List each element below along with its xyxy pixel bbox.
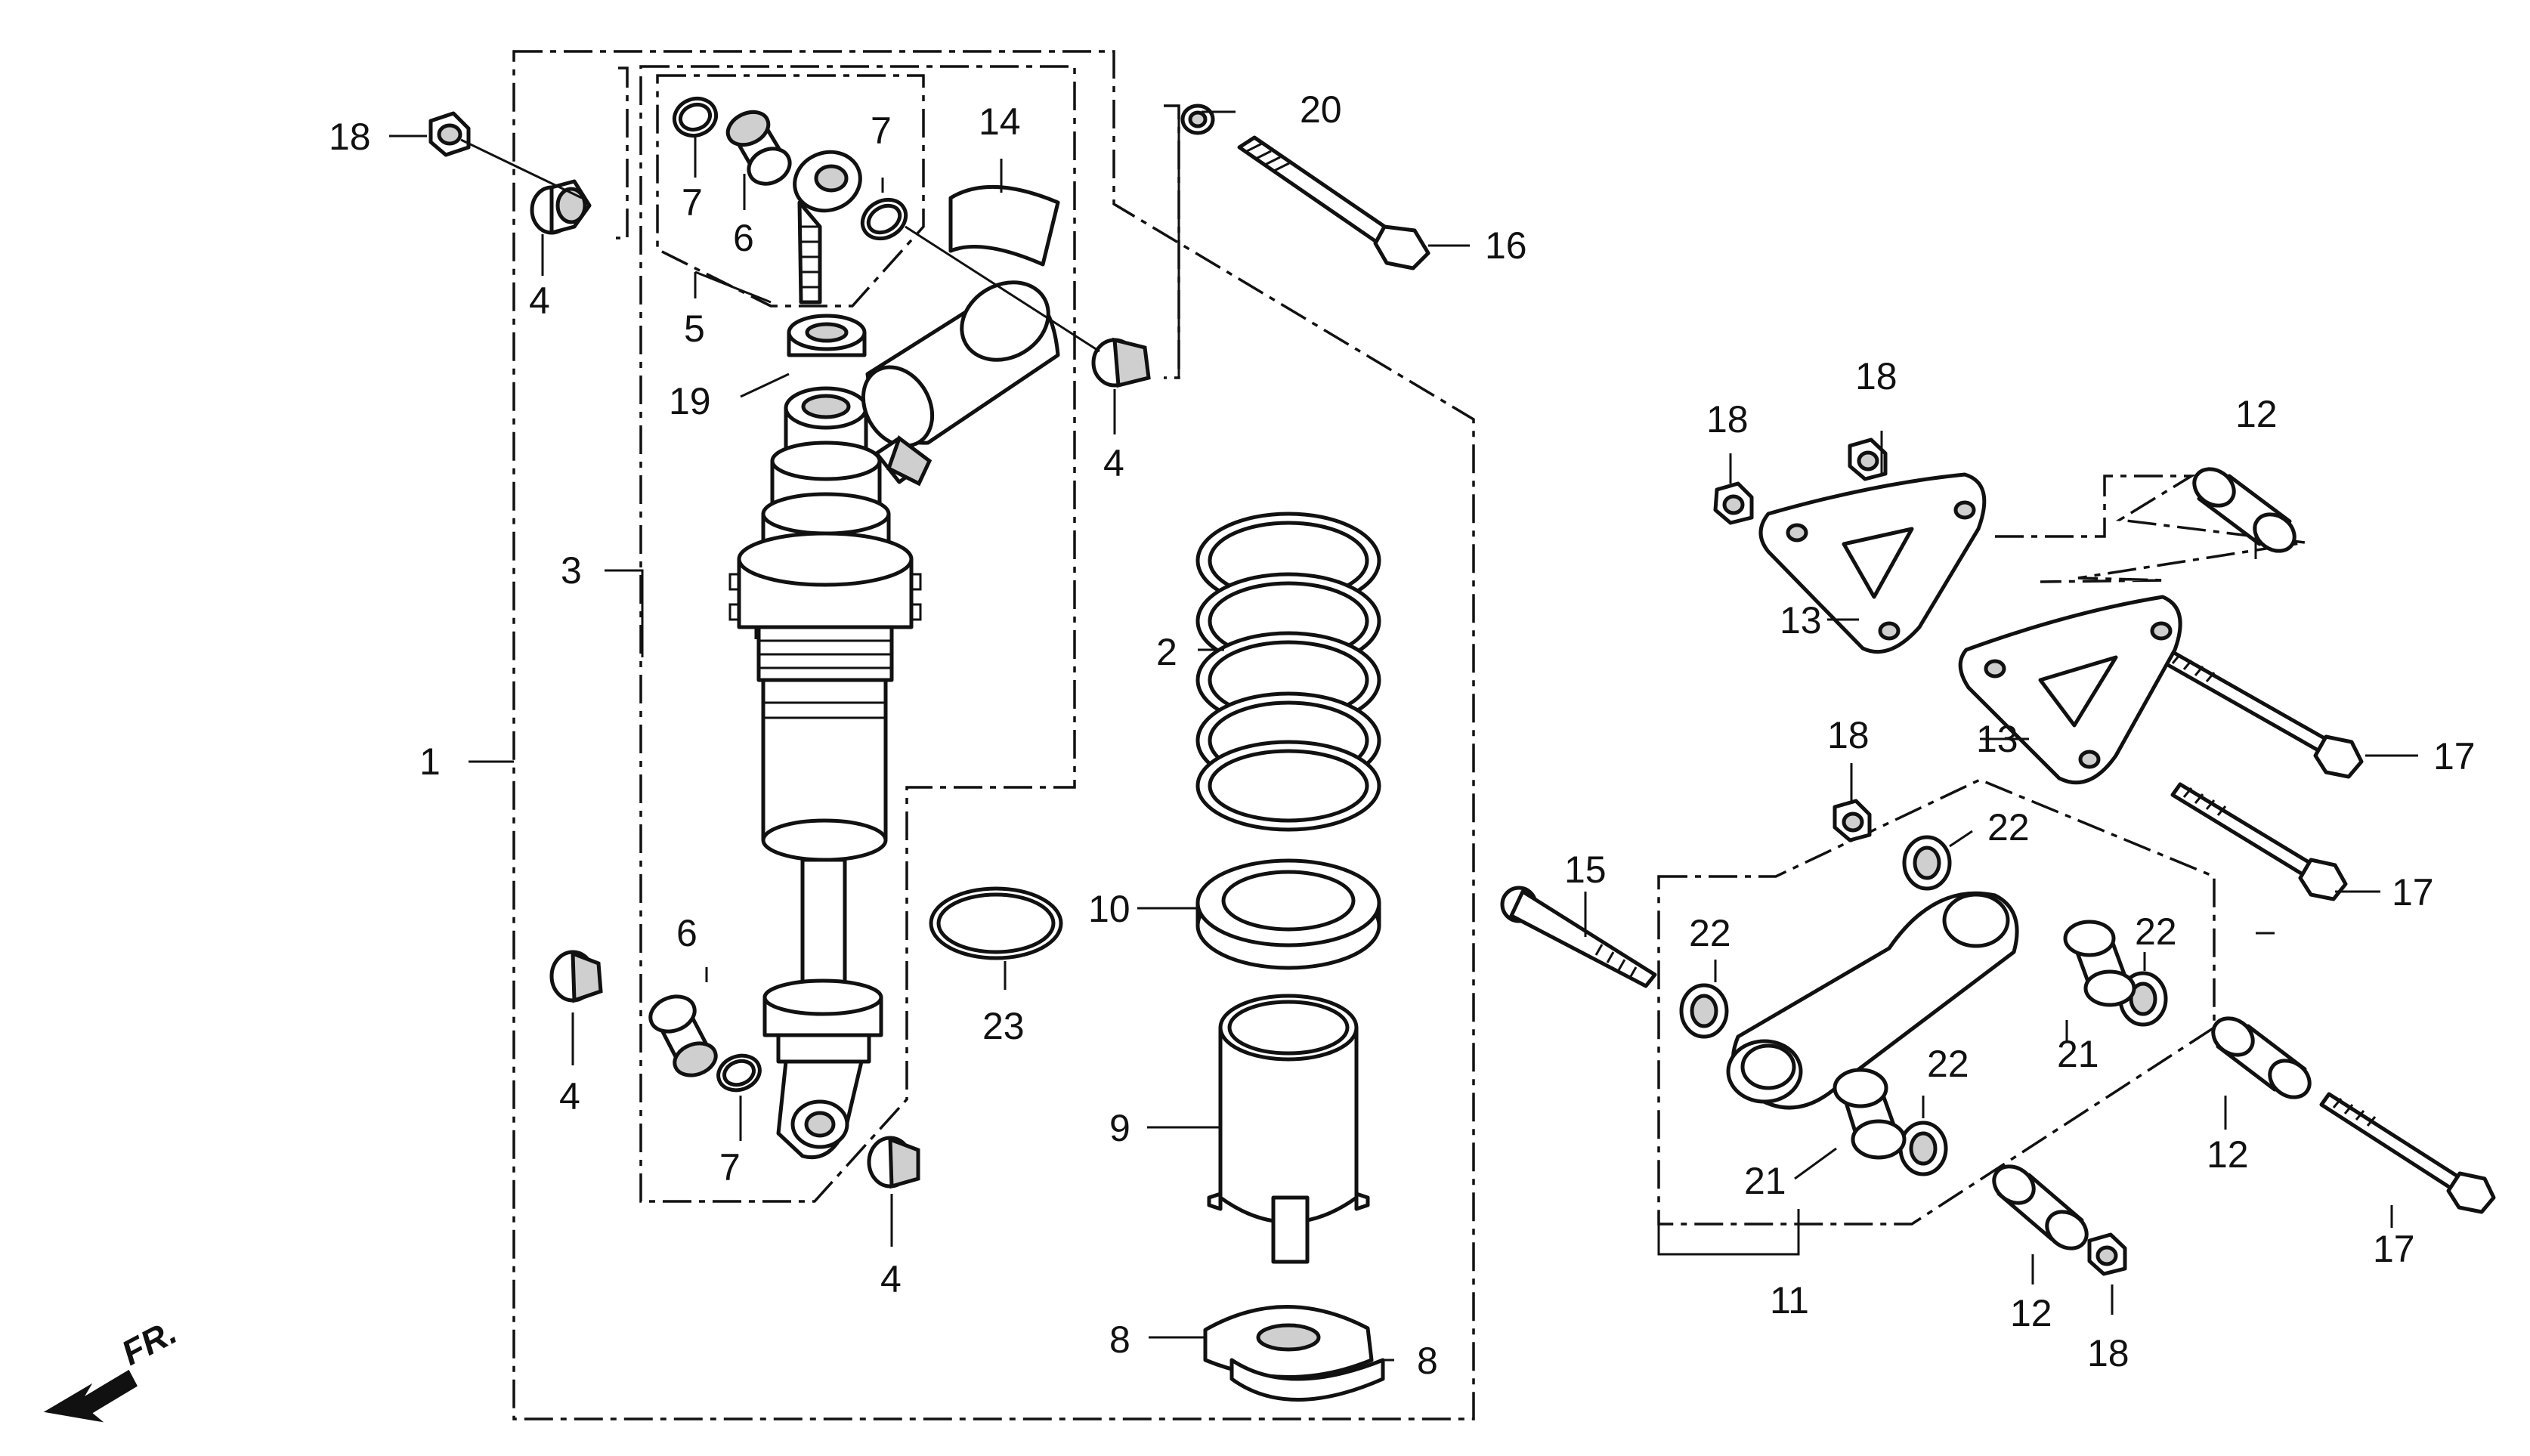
callout-18-link-top: 18 — [1827, 714, 1870, 756]
callout-22-right: 22 — [2135, 910, 2177, 953]
callout-18-plate-top: 18 — [1855, 355, 1898, 397]
o-ring-upper-left — [672, 96, 719, 138]
spring-seat-split-collar — [1203, 1305, 1385, 1402]
callout-22-left: 22 — [1689, 912, 1731, 954]
callout-7-upper-left: 7 — [682, 181, 703, 224]
collar-bushing-upper-right — [1091, 337, 1151, 388]
shock-reservoir — [861, 280, 1060, 487]
callout-19: 19 — [669, 380, 711, 422]
bolt-15 — [1500, 886, 1657, 988]
callout-4-lower-right: 4 — [880, 1258, 902, 1300]
flange-nut-top-left — [428, 111, 471, 157]
o-ring-upper-right — [860, 197, 908, 241]
callout-12-upper: 12 — [2235, 393, 2278, 435]
callout-2: 2 — [1156, 631, 1177, 673]
callout-18-top-left: 18 — [329, 116, 371, 158]
spring-adjuster-nut — [787, 314, 867, 357]
callout-6-lower: 6 — [676, 912, 697, 954]
callout-3: 3 — [561, 549, 582, 592]
callout-12-middle: 12 — [2207, 1133, 2249, 1176]
flange-nut-18-c — [1833, 799, 1872, 842]
callouts: 1 2 3 4 4 4 4 5 6 6 7 7 7 8 8 9 10 11 12… — [329, 88, 2476, 1382]
link-plate-lower — [1958, 595, 2182, 785]
flange-nut-18-d — [2087, 1232, 2127, 1276]
callout-1: 1 — [419, 740, 441, 783]
callout-7-lower: 7 — [719, 1146, 741, 1189]
callout-13-upper: 13 — [1780, 599, 1822, 641]
bolt-16 — [1237, 135, 1430, 270]
o-ring-large — [929, 886, 1063, 960]
front-direction-label: FR. — [115, 1312, 183, 1373]
callout-12-lower: 12 — [2010, 1292, 2052, 1334]
assembly-outline-link-plate-pair — [1995, 475, 2306, 583]
callout-21-lower: 21 — [1744, 1160, 1786, 1202]
shock-absorber-damper — [728, 386, 922, 1160]
callout-4-lower-left: 4 — [559, 1075, 580, 1118]
callout-4-upper-left: 4 — [529, 280, 550, 322]
needle-bearing-21-b — [1833, 1068, 1907, 1160]
callout-18-plate-left: 18 — [1706, 398, 1749, 441]
callout-14: 14 — [979, 100, 1021, 143]
callout-9: 9 — [1109, 1107, 1130, 1149]
flange-nut-18-a — [1713, 481, 1754, 525]
callout-10: 10 — [1088, 888, 1130, 930]
spring-seat-stopper — [1207, 994, 1370, 1264]
assembly-outline-rear-cushion — [512, 50, 1475, 1420]
assembly-outline-bushing-4 — [616, 66, 629, 240]
bolt-17-middle — [2170, 782, 2348, 901]
bolt-17-lower — [2319, 1092, 2496, 1214]
needle-bearing-21-a — [2063, 920, 2136, 1007]
oil-seal-22-b — [1679, 983, 1729, 1039]
callout-8-right: 8 — [1417, 1340, 1438, 1382]
link-plate-upper — [1758, 472, 1987, 654]
callout-18-bottom: 18 — [2087, 1332, 2129, 1374]
bushing-upper — [725, 110, 792, 186]
spring-seat-washer — [1195, 858, 1381, 970]
callout-17-middle: 17 — [2392, 871, 2434, 913]
callout-7-upper-right: 7 — [871, 110, 892, 152]
callout-22-lower: 22 — [1927, 1043, 1969, 1085]
flange-nut-18-b — [1848, 437, 1888, 481]
washer-20 — [1180, 104, 1215, 135]
shock-spring — [1195, 512, 1381, 832]
callout-15: 15 — [1564, 849, 1607, 891]
assembly-outline-damper-sub — [639, 65, 1076, 1203]
collar-12-upper — [2192, 467, 2296, 553]
callout-23: 23 — [982, 1005, 1025, 1047]
callout-17-lower: 17 — [2373, 1228, 2415, 1270]
shock-link-arm — [1726, 891, 2019, 1110]
callout-6-upper: 6 — [733, 217, 754, 259]
bolt-17-upper — [2159, 648, 2364, 779]
upper-eye-bolt — [793, 150, 862, 304]
callout-13-lower: 13 — [1976, 718, 2018, 760]
callout-4-upper-right: 4 — [1103, 442, 1124, 484]
assembly-outline-upper-joint — [656, 74, 925, 308]
front-direction-arrow-icon — [43, 1369, 138, 1423]
leader-lines — [389, 106, 2418, 1362]
callout-20: 20 — [1300, 88, 1342, 131]
callout-22-top: 22 — [1987, 806, 2030, 849]
assembly-outline-shock-link — [1657, 778, 2216, 1226]
heat-protector — [948, 184, 1060, 267]
oil-seal-22-d — [1898, 1121, 1948, 1176]
oil-seal-22-a — [1902, 835, 1952, 891]
callout-16: 16 — [1485, 224, 1527, 267]
collar-bushing-upper-left — [530, 179, 592, 235]
collar-bushing-lower-right — [867, 1136, 920, 1189]
callout-21-upper: 21 — [2057, 1033, 2099, 1075]
bushing-lower — [648, 994, 718, 1077]
callout-5: 5 — [684, 308, 705, 350]
collar-bushing-lower-left — [549, 950, 603, 1003]
callout-8-left: 8 — [1109, 1318, 1130, 1361]
o-ring-lower — [716, 1053, 762, 1093]
collar-12-lower — [1992, 1164, 2089, 1250]
collar-12-middle — [2211, 1016, 2312, 1099]
callout-17-upper: 17 — [2433, 735, 2476, 777]
callout-11: 11 — [1770, 1279, 1809, 1322]
